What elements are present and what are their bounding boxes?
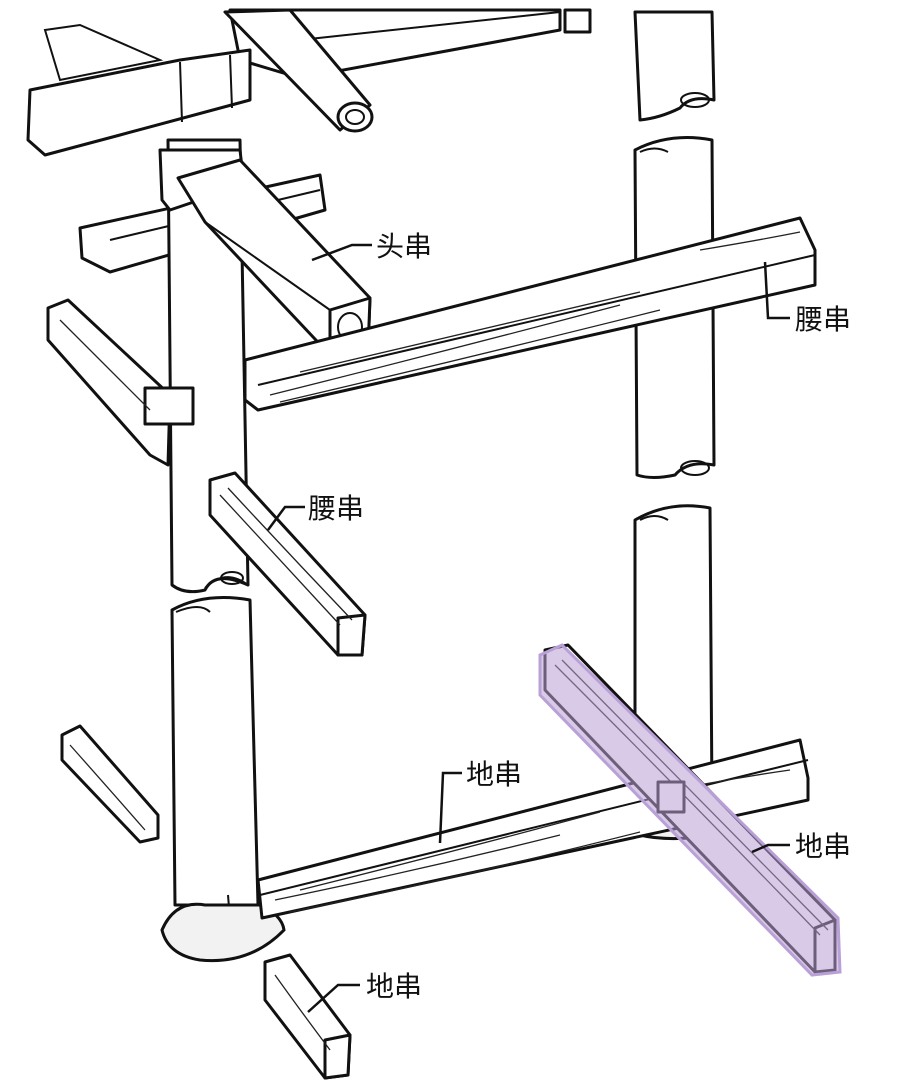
label-yao-chuan-left: 腰串 (308, 492, 364, 525)
leader-tou-chuan (311, 243, 372, 262)
left-post-lower (170, 596, 260, 921)
right-post-lower (633, 504, 714, 802)
waist-tie-lower-beam (208, 471, 367, 657)
label-di-chuan-bottom: 地串 (366, 970, 422, 1003)
waist-tie-cross-beam (46, 298, 195, 467)
loose-ground-tie-bottom (263, 953, 352, 1080)
leader-di-chuan-right (751, 843, 790, 854)
leader-yao-chuan-right (763, 261, 790, 320)
waist-tie-long-beam (243, 216, 817, 412)
loose-ground-tie-left (60, 724, 160, 844)
label-di-chuan-middle: 地串 (466, 758, 522, 791)
leader-di-chuan-bottom (307, 983, 360, 1013)
label-tou-chuan: 头串 (376, 230, 432, 263)
leader-yao-chuan-left (266, 505, 305, 531)
ground-tie-highlight (538, 643, 842, 977)
label-di-chuan-right: 地串 (795, 830, 851, 863)
left-post-base-stone (160, 902, 286, 963)
right-post-top (633, 10, 716, 122)
label-yao-chuan-right: 腰串 (795, 303, 851, 336)
leader-di-chuan-middle (438, 771, 462, 844)
